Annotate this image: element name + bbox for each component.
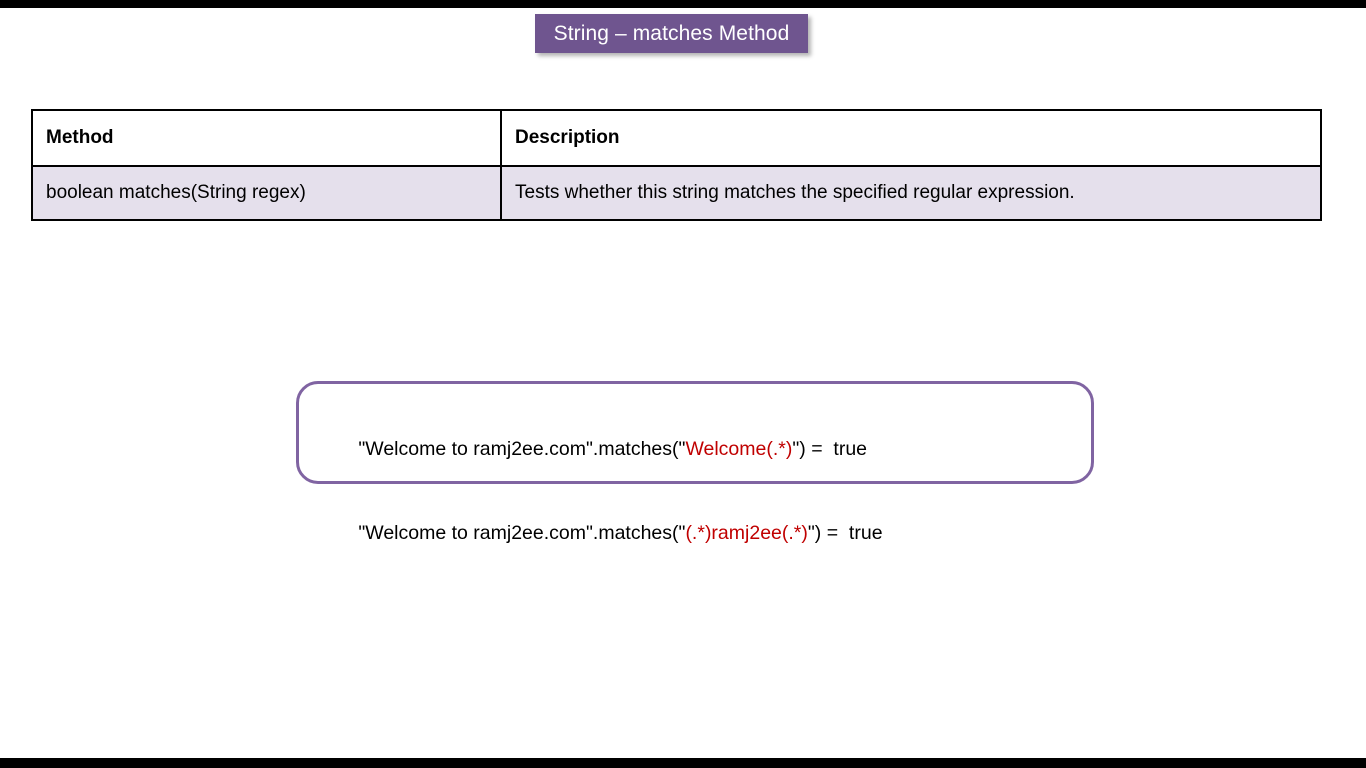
example-line-1-suffix: ") = true: [792, 438, 868, 460]
example-callout-box: "Welcome to ramj2ee.com".matches("Welcom…: [296, 381, 1094, 544]
table-header-description: Description: [500, 109, 1322, 167]
example-line-1-prefix: "Welcome to ramj2ee.com".matches(": [358, 438, 686, 460]
example-line-1-regex: Welcome(.*): [685, 438, 793, 460]
table-cell-method: boolean matches(String regex): [31, 165, 502, 221]
table-row: boolean matches(String regex) Tests whet…: [31, 165, 1322, 221]
table-cell-description: Tests whether this string matches the sp…: [500, 165, 1322, 221]
letterbox-bar-bottom: [0, 758, 1366, 768]
example-line-2-regex: (.*)ramj2ee(.*): [685, 522, 808, 544]
table-header-method: Method: [31, 109, 502, 167]
table-header-row: Method Description: [31, 109, 1322, 167]
method-description-table: Method Description boolean matches(Strin…: [31, 109, 1322, 221]
slide-title-banner: String – matches Method: [535, 14, 808, 53]
example-line-2: "Welcome to ramj2ee.com".matches("(.*)ra…: [315, 491, 1075, 575]
example-code-lines: "Welcome to ramj2ee.com".matches("Welcom…: [315, 407, 1075, 575]
example-line-2-prefix: "Welcome to ramj2ee.com".matches(": [358, 522, 686, 544]
example-line-2-suffix: ") = true: [807, 522, 883, 544]
letterbox-bar-top: [0, 0, 1366, 8]
slide-title-text: String – matches Method: [553, 21, 790, 45]
example-line-1: "Welcome to ramj2ee.com".matches("Welcom…: [315, 407, 1075, 491]
